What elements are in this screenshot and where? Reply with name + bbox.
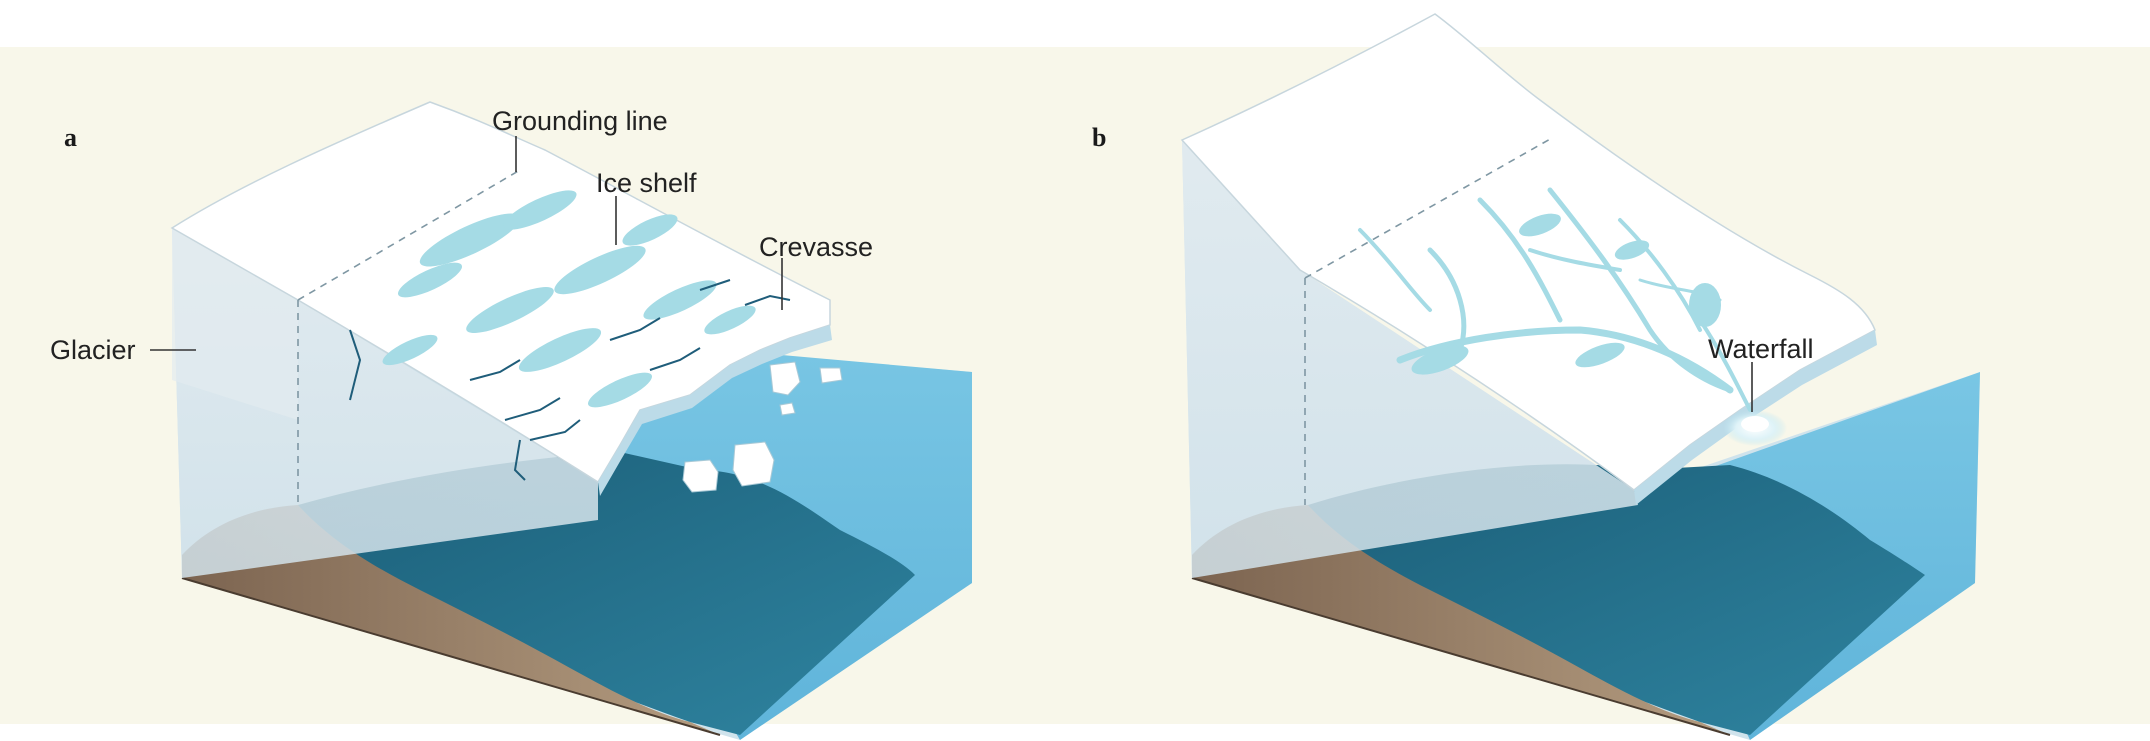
glacier-side [172, 228, 298, 420]
waterfall-plume [1741, 416, 1769, 432]
bed-front-edge [181, 577, 721, 736]
glacier-label: Glacier [50, 335, 136, 365]
melt-lakes [1411, 213, 1721, 375]
ice-surface [170, 101, 831, 484]
ice-shelf-label: Ice shelf [596, 168, 697, 198]
grounding-line-b [1304, 137, 1553, 505]
icebergs [682, 361, 843, 493]
panel-a: a Grounding line Ice shelf Crevasse Glac… [50, 101, 972, 740]
melt-ponds [382, 190, 756, 408]
panel-b: b Waterfall [1092, 13, 1980, 740]
panel-b-label: b [1092, 123, 1106, 152]
bedrock [182, 505, 720, 735]
waterfall-label: Waterfall [1708, 334, 1814, 364]
grounding-line-label: Grounding line [492, 106, 668, 136]
meltwater-rivers [1358, 187, 1752, 412]
grounding-line [297, 169, 521, 505]
ice-shelf-front [598, 325, 832, 496]
ice-shelf-front-b [1634, 330, 1877, 505]
bed-front-edge-b [1191, 577, 1731, 736]
crevasse-label: Crevasse [759, 232, 873, 262]
crevasse-lines [349, 279, 791, 481]
panel-a-label: a [64, 123, 77, 152]
bedrock-b [1192, 505, 1730, 735]
